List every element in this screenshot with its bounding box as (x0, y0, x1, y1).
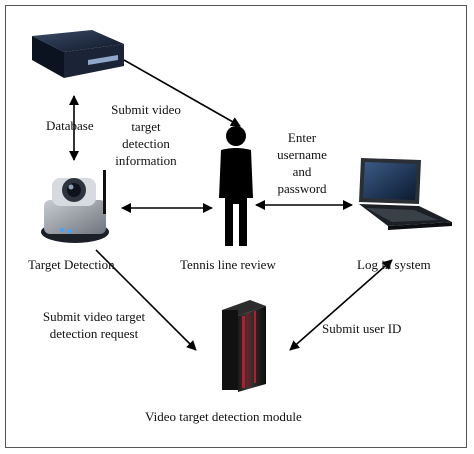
laptop-icon (359, 158, 452, 230)
submit-request-label: Submit video target detection request (42, 309, 146, 341)
arrow-camera-to-module (95, 249, 197, 351)
submit-user-id-label: Submit user ID (322, 321, 402, 336)
person-icon (219, 126, 253, 246)
video-module-label: Video target detection module (145, 409, 302, 424)
tennis-line-review-label: Tennis line review (180, 257, 276, 272)
arrow-database-to-person (123, 59, 241, 127)
server-tower-icon (222, 300, 266, 392)
enter-credentials-label: Enter username and password (277, 130, 327, 196)
arrow-login-module (289, 259, 393, 351)
submit-info-label: Submit video target detection informatio… (111, 102, 181, 168)
security-camera-icon (41, 170, 109, 243)
diagram-frame (5, 5, 467, 448)
database-label: Database (46, 118, 94, 133)
database-server-icon (32, 30, 124, 78)
target-detection-label: Target Detection (28, 257, 115, 272)
login-system-label: Log in system (357, 257, 431, 272)
